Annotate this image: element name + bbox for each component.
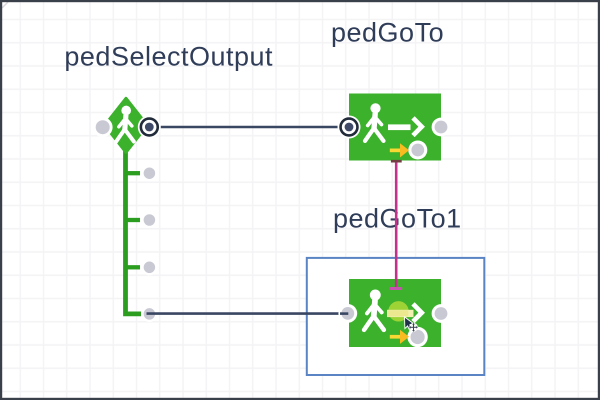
svg-text:pedGoTo: pedGoTo	[331, 18, 444, 48]
svg-text:pedSelectOutput: pedSelectOutput	[64, 41, 273, 71]
